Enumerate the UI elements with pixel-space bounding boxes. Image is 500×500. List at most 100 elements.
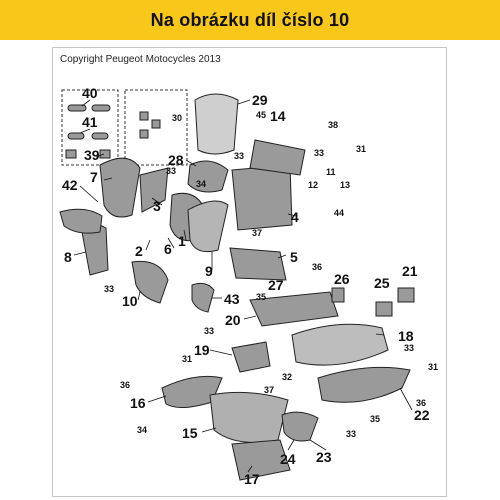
banner-title: Na obrázku díl číslo 10 (150, 10, 350, 30)
label-part-37-b: 37 (264, 385, 274, 395)
label-part-32: 32 (282, 372, 292, 382)
label-part-13: 13 (340, 180, 350, 190)
leader-18 (375, 333, 385, 336)
part-9-shape (187, 200, 229, 253)
leader-8 (73, 251, 87, 256)
copyright-text: Copyright Peugeot Motocycles 2013 (60, 54, 221, 65)
label-part-12: 12 (308, 180, 318, 190)
label-part-5: 5 (290, 249, 298, 265)
label-part-31-a: 31 (356, 144, 366, 154)
group-box-mirrors (61, 89, 119, 166)
leader-3 (151, 197, 163, 206)
leader-39 (95, 153, 105, 158)
leader-29 (237, 99, 251, 105)
label-part-22: 22 (414, 407, 430, 423)
label-part-34-a: 34 (196, 179, 206, 189)
label-part-40: 40 (82, 85, 98, 101)
label-part-3: 3 (153, 198, 161, 214)
part-25-shape (375, 301, 393, 317)
label-part-21: 21 (402, 263, 418, 279)
leader-1 (183, 229, 187, 241)
leader-40 (81, 99, 91, 107)
part-40-shape (67, 104, 87, 112)
label-part-33-b: 33 (234, 151, 244, 161)
part-40b-shape (91, 104, 111, 112)
leader-42 (79, 185, 99, 203)
label-part-42: 42 (62, 177, 78, 193)
leader-16 (147, 395, 167, 403)
leader-17 (247, 465, 253, 473)
label-part-23: 23 (316, 449, 332, 465)
label-part-33-e: 33 (204, 326, 214, 336)
label-part-36-a: 36 (312, 262, 322, 272)
label-part-1: 1 (178, 233, 186, 249)
part-20-shape (249, 291, 339, 327)
part-43-shape (191, 282, 215, 313)
part-17-shape (231, 439, 291, 481)
leader-20 (243, 315, 257, 320)
label-part-11: 11 (326, 167, 336, 177)
leader-41 (79, 128, 91, 134)
label-part-35-b: 35 (370, 414, 380, 424)
leader-28 (185, 159, 197, 167)
part-41-shape (67, 132, 85, 140)
part-39-shape (65, 149, 77, 159)
part-21-shape (397, 287, 415, 303)
label-part-33-d: 33 (104, 284, 114, 294)
label-part-26: 26 (334, 271, 350, 287)
label-part-33-c: 33 (314, 148, 324, 158)
label-part-37-a: 37 (252, 228, 262, 238)
part-top-right-shape (249, 139, 306, 176)
label-part-6: 6 (164, 241, 172, 257)
label-part-2: 2 (135, 243, 143, 259)
label-part-45: 45 (256, 110, 266, 120)
part-7-shape (99, 157, 141, 218)
fitting-3 (139, 129, 149, 139)
label-part-36-c: 36 (416, 398, 426, 408)
label-part-30: 30 (172, 113, 182, 123)
label-part-16: 16 (130, 395, 146, 411)
label-part-33-a: 33 (166, 166, 176, 176)
label-part-18: 18 (398, 328, 414, 344)
leader-23 (309, 439, 327, 451)
fitting-2 (151, 119, 161, 129)
label-part-27: 27 (268, 277, 284, 293)
label-part-20: 20 (225, 312, 241, 328)
label-part-4: 4 (291, 209, 299, 225)
part-5-shape (229, 247, 287, 281)
part-10-shape (131, 260, 169, 304)
label-part-31-b: 31 (182, 354, 192, 364)
leader-2 (145, 239, 151, 251)
label-part-25: 25 (374, 275, 390, 291)
label-part-29: 29 (252, 92, 268, 108)
part-24-shape (281, 411, 319, 442)
part-18-shape (291, 323, 389, 366)
leader-7 (103, 177, 113, 181)
label-part-31-c: 31 (428, 362, 438, 372)
part-3-shape (139, 167, 169, 213)
label-part-36-b: 36 (120, 380, 130, 390)
part-15-shape (209, 391, 289, 443)
label-part-33-f: 33 (404, 343, 414, 353)
part-39b-shape (99, 149, 111, 159)
label-part-8: 8 (64, 249, 72, 265)
leader-5 (277, 254, 287, 259)
label-part-15: 15 (182, 425, 198, 441)
label-part-17: 17 (244, 471, 260, 487)
label-part-41: 41 (82, 114, 98, 130)
part-29-windscreen (194, 93, 239, 155)
part-26-shape (331, 287, 345, 303)
leader-19 (209, 349, 233, 356)
label-part-28: 28 (168, 152, 184, 168)
label-part-33-g: 33 (346, 429, 356, 439)
part-4-shape (231, 164, 293, 231)
leader-15 (201, 427, 217, 433)
label-part-34-b: 34 (137, 425, 147, 435)
leader-10 (137, 291, 141, 301)
part-42-shape (59, 208, 103, 234)
label-part-35-a: 35 (256, 292, 266, 302)
leader-22 (399, 387, 413, 411)
part-19-shape (231, 341, 271, 373)
leader-6 (167, 237, 175, 249)
